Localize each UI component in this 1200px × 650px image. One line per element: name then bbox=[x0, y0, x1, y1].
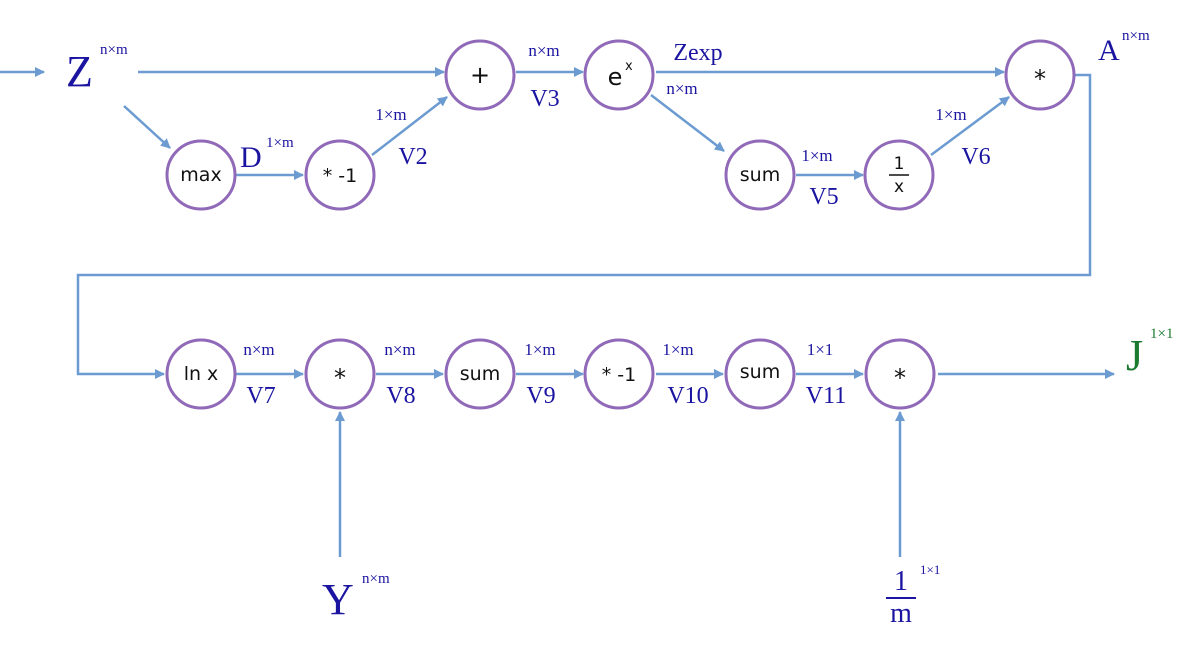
var-d-name: D bbox=[240, 141, 262, 174]
node-neg2-label: * -1 bbox=[602, 364, 636, 386]
var-y-name: Y bbox=[322, 575, 354, 624]
edge-v9-name: V9 bbox=[526, 383, 555, 409]
node-mul1: * bbox=[1004, 39, 1076, 111]
node-sum3: sum bbox=[724, 338, 796, 410]
edge-v9-dim: 1×m bbox=[524, 340, 555, 359]
edge-z-to-max bbox=[123, 105, 171, 149]
node-neg2: * -1 bbox=[583, 338, 655, 410]
edge-v11-dim: 1×1 bbox=[807, 340, 834, 359]
node-sum3-label: sum bbox=[740, 361, 780, 383]
node-ln-label: ln x bbox=[184, 363, 219, 385]
node-sum1-label: sum bbox=[740, 164, 780, 186]
var-y-dim: n×m bbox=[362, 571, 390, 587]
node-mul2: * bbox=[304, 338, 376, 410]
edge-v5-name: V5 bbox=[809, 184, 838, 210]
var-z-name: Z bbox=[66, 47, 93, 96]
node-sum1: sum bbox=[724, 139, 796, 211]
node-max-label: max bbox=[180, 164, 221, 186]
node-mul3: * bbox=[864, 338, 936, 410]
var-j-dim: 1×1 bbox=[1150, 326, 1173, 342]
var-m-num: 1 bbox=[894, 566, 908, 597]
node-ln: ln x bbox=[165, 338, 237, 410]
node-neg1-label: * -1 bbox=[323, 165, 357, 187]
edge-mul1-to-ln bbox=[76, 73, 1092, 379]
node-max: max bbox=[165, 139, 237, 211]
edge-v10-name: V10 bbox=[667, 383, 708, 409]
node-mul1-label: * bbox=[1034, 65, 1046, 93]
node-mul3-label: * bbox=[894, 364, 906, 392]
var-d-dim: 1×m bbox=[266, 135, 294, 151]
node-sum2-label: sum bbox=[460, 363, 500, 385]
edge-recip-to-mul1 bbox=[930, 95, 1010, 157]
edge-v7-name: V7 bbox=[246, 383, 275, 409]
node-neg1: * -1 bbox=[304, 139, 376, 211]
node-exp: e x bbox=[583, 39, 655, 111]
label-zexp: Zexp bbox=[673, 40, 722, 66]
var-a-name: A bbox=[1098, 34, 1120, 67]
edge-v5-dim: 1×m bbox=[801, 146, 832, 165]
var-m-den: m bbox=[890, 598, 912, 629]
edge-v3-name: V3 bbox=[530, 86, 559, 112]
edge-v6-dim: 1×m bbox=[935, 105, 966, 124]
edge-v7-dim: n×m bbox=[243, 340, 274, 359]
var-z-dim: n×m bbox=[100, 42, 128, 58]
edge-neg1-to-plus bbox=[371, 96, 448, 156]
node-mul2-label: * bbox=[334, 364, 346, 392]
edge-v11-name: V11 bbox=[806, 383, 846, 409]
node-exp-sup: x bbox=[625, 59, 633, 74]
edge-v3-dim: n×m bbox=[528, 41, 559, 60]
edge-v8-name: V8 bbox=[386, 383, 415, 409]
node-recip: 1 x bbox=[863, 139, 935, 211]
node-recip-den: x bbox=[894, 177, 904, 197]
node-recip-num: 1 bbox=[894, 154, 905, 174]
node-sum2: sum bbox=[444, 338, 516, 410]
node-exp-base: e bbox=[608, 63, 623, 91]
var-m-dim: 1×1 bbox=[920, 562, 940, 577]
node-plus: + bbox=[444, 39, 516, 111]
edge-exp-dim: n×m bbox=[666, 79, 697, 98]
edge-v2-dim: 1×m bbox=[375, 105, 406, 124]
edge-v6-name: V6 bbox=[961, 144, 990, 170]
node-plus-label: + bbox=[470, 61, 490, 89]
edge-v10-dim: 1×m bbox=[662, 340, 693, 359]
edge-exp-to-sum1 bbox=[650, 94, 725, 152]
edge-v2-name: V2 bbox=[398, 144, 427, 170]
var-a-dim: n×m bbox=[1122, 28, 1150, 44]
var-j-name: J bbox=[1126, 331, 1143, 380]
edge-v8-dim: n×m bbox=[384, 340, 415, 359]
